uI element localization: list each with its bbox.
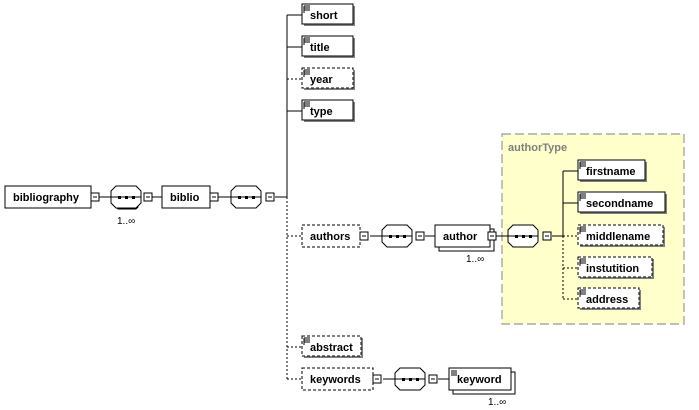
sequence-compositor-4[interactable] (507, 224, 552, 248)
element-doc-icon (579, 161, 586, 169)
expand-minus-icon[interactable] (359, 231, 369, 241)
element-doc-icon (303, 37, 310, 45)
node-keywords[interactable]: keywords (301, 367, 382, 391)
node-abstract-label: abstract (310, 342, 353, 354)
node-keyword-label: keyword (457, 374, 502, 386)
sequence-multiplicity: 1..∞ (117, 216, 135, 227)
node-box (577, 159, 646, 181)
sequence-dots-icon (515, 235, 532, 238)
expand-minus-icon[interactable] (209, 192, 219, 202)
node-biblio[interactable]: biblio (161, 185, 219, 209)
sequence-compositor-2[interactable] (230, 185, 275, 209)
node-title[interactable]: title (301, 35, 355, 58)
node-box (577, 287, 640, 309)
expand-minus-icon[interactable] (265, 192, 275, 202)
node-type[interactable]: type (301, 99, 355, 122)
node-instutition-label: instutition (586, 263, 639, 275)
expand-minus-icon[interactable] (372, 374, 382, 384)
sequence-dots-icon (238, 196, 255, 199)
node-box (577, 256, 653, 278)
node-address[interactable]: address (577, 287, 641, 310)
node-address-label: address (586, 294, 628, 306)
node-secondname[interactable]: secondname (577, 191, 667, 214)
expand-minus-icon[interactable] (415, 231, 425, 241)
node-box (577, 191, 666, 213)
expand-minus-icon[interactable] (428, 374, 438, 384)
expand-minus-icon[interactable] (90, 192, 100, 202)
element-doc-icon (579, 226, 586, 234)
element-doc-icon (451, 370, 457, 376)
node-middlename[interactable]: middlename (577, 224, 665, 247)
keyword-multiplicity: 1..∞ (488, 397, 506, 408)
node-secondname-label: secondname (586, 198, 653, 210)
node-box (577, 224, 664, 246)
element-doc-icon (303, 101, 310, 109)
node-instutition[interactable]: instutition (577, 256, 654, 279)
sequence-compositor-1[interactable]: 1..∞ (110, 185, 153, 227)
sequence-compositor-3[interactable] (381, 224, 425, 248)
sequence-dots-icon (389, 235, 406, 238)
element-doc-icon (303, 5, 310, 13)
node-authors-label: authors (310, 231, 350, 243)
sequence-dots-icon (118, 196, 135, 199)
node-year-label: year (310, 74, 333, 86)
element-doc-icon (579, 258, 586, 266)
node-type-label: type (310, 106, 333, 118)
node-bibliography-label: bibliography (13, 192, 80, 204)
node-short-label: short (310, 10, 338, 22)
node-box (301, 35, 354, 57)
expand-minus-icon[interactable] (487, 231, 497, 241)
node-author[interactable]: author 1..∞ (434, 224, 497, 265)
node-box (301, 67, 354, 89)
author-multiplicity: 1..∞ (466, 254, 484, 265)
node-box (301, 3, 354, 25)
node-author-label: author (443, 231, 478, 243)
simple-element-nodes: short title year type abstract firstname secon… (301, 3, 667, 358)
node-keywords-label: keywords (310, 374, 361, 386)
authortype-label: authorType (508, 142, 567, 154)
sequence-compositor-5[interactable] (394, 367, 438, 391)
node-year[interactable]: year (301, 67, 355, 90)
node-middlename-label: middlename (586, 231, 650, 243)
element-doc-icon (579, 289, 586, 297)
node-biblio-label: biblio (170, 192, 200, 204)
node-keyword[interactable]: keyword 1..∞ (448, 367, 516, 408)
node-box (301, 335, 362, 357)
connectors (97, 14, 578, 380)
sequence-dots-icon (402, 378, 419, 381)
element-doc-icon (303, 69, 310, 77)
node-abstract[interactable]: abstract (301, 335, 363, 358)
node-title-label: title (310, 42, 330, 54)
node-firstname[interactable]: firstname (577, 159, 647, 182)
node-authors[interactable]: authors (301, 224, 369, 248)
node-short[interactable]: short (301, 3, 355, 26)
element-doc-icon (303, 337, 310, 345)
expand-minus-icon[interactable] (143, 192, 153, 202)
expand-minus-icon[interactable] (542, 231, 552, 241)
node-box (301, 99, 354, 121)
node-bibliography[interactable]: bibliography (4, 185, 100, 209)
node-firstname-label: firstname (586, 166, 636, 178)
element-doc-icon (579, 193, 586, 201)
